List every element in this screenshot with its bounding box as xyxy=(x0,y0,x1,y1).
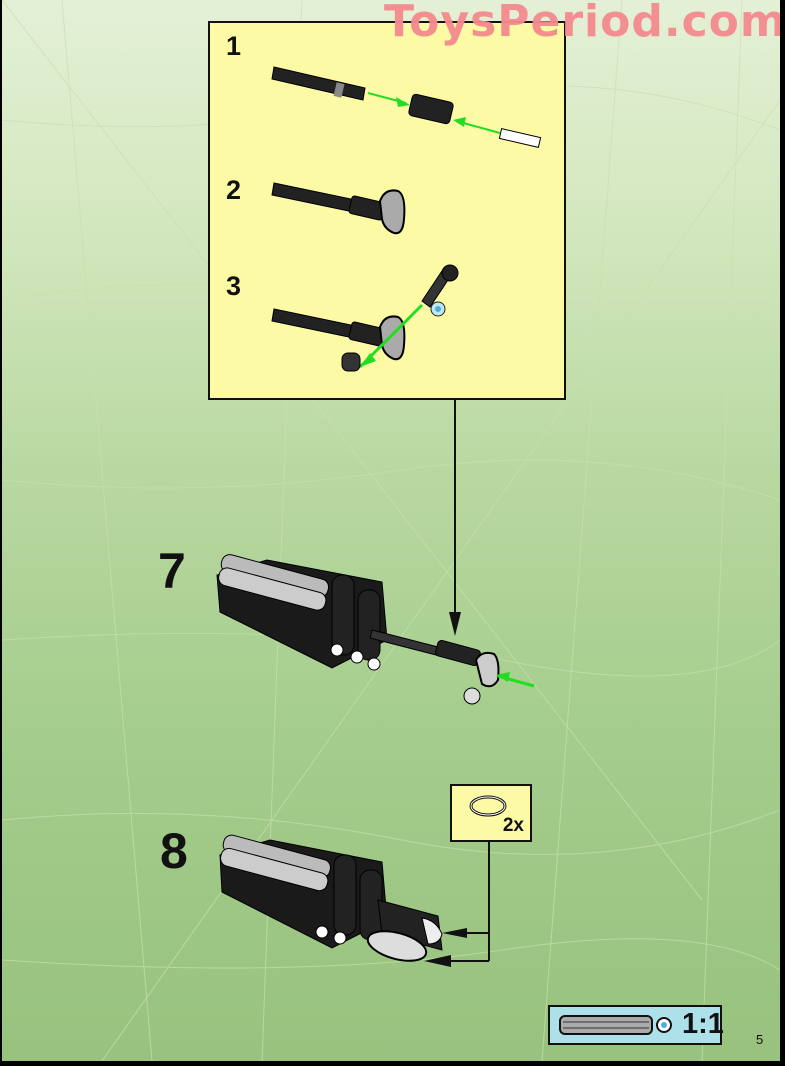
arrow-down-icon xyxy=(449,612,461,636)
scale-reference-box: 1:1 xyxy=(548,1005,724,1045)
substep-number-3: 3 xyxy=(226,271,242,301)
substep-number-1: 1 xyxy=(226,31,242,61)
axle-part-icon xyxy=(271,66,366,101)
substep-number-2: 2 xyxy=(226,175,242,205)
connector-part-icon xyxy=(408,93,454,125)
scale-label: 1:1 xyxy=(682,1008,724,1040)
scale-illustrations xyxy=(559,1015,672,1035)
subassembly-panel: 1 2 3 xyxy=(208,21,566,400)
parts-callout: 2x xyxy=(450,784,532,842)
watermark: ToysPeriod.com xyxy=(384,0,780,47)
subassembly-illustrations xyxy=(271,66,542,372)
liftarm-part-icon xyxy=(378,189,406,235)
bush-end-icon xyxy=(656,1017,672,1033)
arrow-left-icon xyxy=(424,955,451,967)
step-number-8: 8 xyxy=(160,823,188,879)
step-number-7: 7 xyxy=(158,543,186,599)
parts-quantity: 2x xyxy=(502,815,524,836)
arrow-left-icon xyxy=(442,928,467,938)
page-number: 5 xyxy=(756,1032,764,1047)
axle-icon xyxy=(559,1015,653,1035)
bush-part-icon xyxy=(341,352,361,372)
pin-part-icon xyxy=(498,128,542,148)
rubber-band-ring-icon xyxy=(469,795,507,817)
